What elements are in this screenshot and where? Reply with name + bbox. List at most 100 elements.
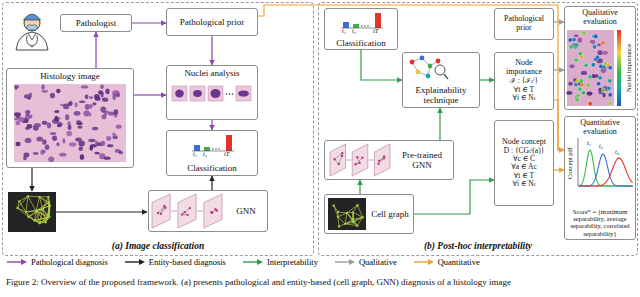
panel: Pathologist Pathological priorHistology i… — [2, 2, 314, 256]
flow-arrow — [134, 94, 166, 95]
node-title: (a) Image classification — [3, 241, 313, 252]
node-detail: ∀t ∈ T — [497, 172, 551, 180]
class-label: tT — [224, 151, 229, 158]
model-box: GNN — [148, 190, 268, 232]
panel: Classification Pathological priorExplaina… — [318, 2, 638, 256]
gnn-icon — [330, 144, 390, 176]
prior-box: Pathological prior — [166, 8, 258, 36]
flow-arrow — [359, 180, 360, 194]
flow-arrow — [258, 5, 564, 150]
node-title: Histology image — [9, 71, 131, 81]
pathologist-icon — [16, 14, 48, 50]
legend-item: Quantitative — [413, 257, 480, 267]
explainer-box: Explainability technique — [402, 52, 480, 108]
flow-arrow — [554, 100, 564, 150]
node-title: Classification — [169, 163, 255, 173]
legend-text: Entity-based diagnosis — [149, 257, 226, 267]
class-label: t₂ — [203, 151, 207, 158]
node-title: Node importance — [497, 59, 551, 77]
cell-graph-image — [8, 192, 56, 232]
node-detail: D : {CGₜⁱ(a)} — [497, 147, 551, 155]
flow-arrow — [480, 79, 494, 80]
axis-label: Concept pdf — [567, 147, 574, 179]
histology-image — [14, 84, 126, 162]
legend-text: Quantitative — [438, 257, 480, 267]
legend-arrow — [124, 258, 146, 266]
node-title: Pathological prior — [497, 15, 551, 33]
classifier-box: Classification — [324, 8, 398, 50]
class-label: t₁ — [193, 151, 197, 158]
flow-arrow — [554, 169, 564, 170]
gnn-icon — [152, 194, 222, 228]
model-box: Pre-trained GNN — [324, 140, 454, 180]
legend: Pathological diagnosis Entity-based diagn… — [6, 257, 480, 267]
node-title: Pathologist — [63, 18, 129, 28]
flow-arrow — [361, 50, 402, 80]
node-detail: ℐ : {ℐₜⁱ} — [497, 77, 551, 85]
node-title: Explainability technique — [405, 85, 477, 105]
class-label: t₁ — [587, 140, 591, 147]
legend-text: Pathological diagnosis — [31, 257, 108, 267]
importance-box: Node importanceℐ : {ℐₜⁱ}∀t ∈ T∀i ∈ Nₜ — [494, 52, 554, 110]
legend-arrow — [334, 258, 356, 266]
node-title: Nuclei analysis — [169, 68, 255, 78]
flow-arrow — [132, 22, 166, 23]
node-title: Pre-trained GNN — [393, 150, 451, 170]
flow-arrow — [211, 36, 212, 65]
node-detail: ∀a ∈ Ac — [497, 163, 551, 171]
cell-graph-image — [328, 198, 366, 230]
axis-label: Nuclei importance — [626, 44, 633, 92]
prior-box: Pathological prior — [494, 8, 554, 40]
flow-arrow — [554, 69, 564, 70]
node-title: Quantitative evaluation — [567, 119, 633, 137]
analysis-box: Nuclei analysis — [166, 65, 258, 120]
flow-arrow — [31, 168, 32, 191]
legend-text: Interpretability — [267, 257, 318, 267]
node-detail: Scoreᵐ = {maximum separability, average … — [567, 208, 633, 237]
image-box: Histology image — [6, 68, 134, 168]
concept-box: Node conceptD : {CGₜⁱ(a)}∀c ∈ C∀a ∈ Ac∀t… — [494, 120, 554, 206]
flow-arrow — [554, 21, 564, 22]
node-title: Node concept — [497, 138, 551, 147]
node-title: Pathological prior — [169, 17, 255, 27]
legend-item: Interpretability — [242, 257, 318, 267]
explainer-icon — [410, 56, 448, 79]
node-detail: ∀t ∈ T — [497, 86, 551, 94]
flow-arrow — [211, 176, 212, 190]
legend-text: Qualitative — [359, 257, 397, 267]
class-label: t₂ — [599, 143, 603, 150]
class-label: tT — [373, 28, 378, 35]
graph-box: Cell graph — [324, 194, 414, 234]
class-label: t₂ — [352, 28, 356, 35]
node-detail: ∀i ∈ Nₜ — [497, 180, 551, 188]
importance-map — [566, 30, 614, 106]
legend-arrow — [6, 258, 28, 266]
node-title: Cell graph — [369, 209, 411, 219]
actor-box: Pathologist — [60, 14, 132, 32]
flow-arrow — [211, 120, 212, 130]
nuclei-thumbnails — [172, 86, 251, 101]
flow-arrow — [95, 32, 96, 68]
class-label: t₁ — [342, 28, 346, 35]
class-label: t₃ — [615, 149, 619, 156]
density-plot — [578, 138, 633, 186]
node-title: Qualitative evaluation — [567, 9, 633, 27]
legend-item: Entity-based diagnosis — [124, 257, 226, 267]
flow-arrow — [414, 180, 494, 214]
legend-arrow — [242, 258, 264, 266]
legend-item: Pathological diagnosis — [6, 257, 108, 267]
flow-arrow — [439, 108, 440, 140]
class-bars — [192, 135, 234, 151]
class-bars — [341, 13, 383, 28]
node-title: GNN — [227, 206, 265, 216]
legend-item: Qualitative — [334, 257, 397, 267]
node-detail: ∀c ∈ C — [497, 155, 551, 163]
color-bar — [617, 30, 621, 106]
flow-arrow — [56, 211, 147, 212]
evaluation-box: Quantitative evaluationScoreᵐ = {maximum… — [564, 116, 636, 240]
figure-caption: Figure 2: Overview of the proposed frame… — [6, 277, 511, 287]
classifier-box: Classification — [166, 130, 258, 176]
node-detail: ∀i ∈ Nₜ — [497, 94, 551, 102]
legend-arrow — [413, 258, 435, 266]
node-title: Classification — [327, 38, 395, 48]
